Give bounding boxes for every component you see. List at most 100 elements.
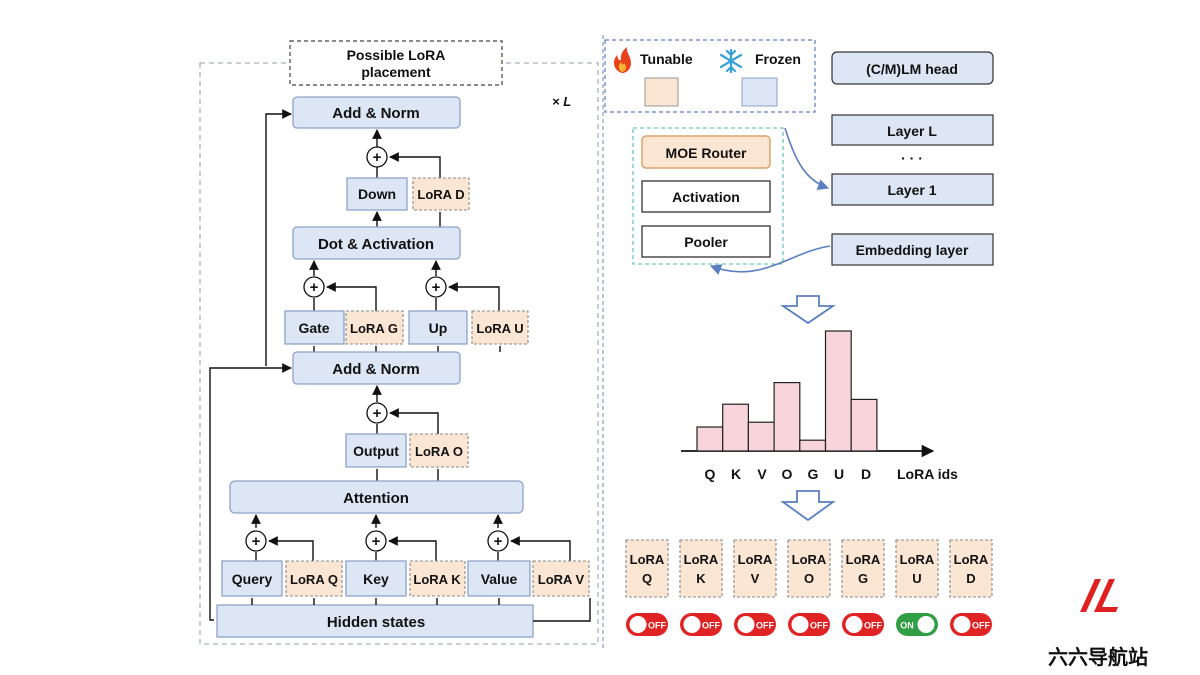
lora-g-box <box>345 310 404 345</box>
toggle-state-label: OFF <box>864 621 882 631</box>
lora-o-toggle[interactable]: OFF <box>788 613 830 636</box>
gate-label: Gate <box>298 320 329 336</box>
chart-bar-q <box>696 426 724 452</box>
pooler-box <box>641 225 771 258</box>
router-to-layer-arrow <box>784 127 830 190</box>
plus-sign: + <box>494 533 503 550</box>
lora-k-toggle[interactable]: OFF <box>680 613 722 636</box>
legend: Tunable Frozen <box>604 39 816 113</box>
embedding-to-router-arrow <box>709 245 831 275</box>
lora-module-label: LoRA <box>954 552 989 567</box>
lora-k-label: LoRA K <box>413 572 461 587</box>
down-box <box>346 177 408 211</box>
dot-activation-box <box>292 226 461 260</box>
residual-connection-top <box>265 109 292 366</box>
pooler-label: Pooler <box>684 234 728 250</box>
toggle-knob[interactable] <box>736 615 756 634</box>
lora-module-id: D <box>966 571 975 586</box>
lora-o-label: LoRA O <box>415 444 463 459</box>
chart-tick-label: V <box>757 466 767 482</box>
add-norm-top <box>292 96 461 129</box>
toggle-knob[interactable] <box>628 615 648 634</box>
moe-router-box <box>641 135 771 169</box>
chart-tick-label: Q <box>705 466 716 482</box>
dot-activation-label: Dot & Activation <box>318 236 434 253</box>
gate-box <box>284 310 345 345</box>
value-box <box>467 560 531 597</box>
lora-module-label: LoRA <box>846 552 881 567</box>
logo-mark <box>1094 579 1118 612</box>
toggle-state-label: OFF <box>648 621 666 631</box>
flow-down-arrow-icon <box>780 295 836 325</box>
legend-box <box>604 39 816 113</box>
moe-router-label: MOE Router <box>666 145 747 161</box>
wire-lora-v <box>510 536 571 561</box>
lora-module-id: O <box>804 571 814 586</box>
frozen-label: Frozen <box>755 51 801 67</box>
output-box <box>345 433 407 468</box>
wire-lora-o <box>389 408 439 434</box>
lora-module-box <box>895 539 939 598</box>
toggle-knob[interactable] <box>952 615 972 634</box>
activation-label: Activation <box>672 189 740 205</box>
key-label: Key <box>363 571 389 587</box>
query-label: Query <box>232 571 273 587</box>
lora-d-toggle[interactable]: OFF <box>950 613 992 636</box>
lora-u-toggle[interactable]: ON <box>896 613 938 636</box>
lora-q-label: LoRA Q <box>290 572 338 587</box>
lora-module-label: LoRA <box>900 552 935 567</box>
toggle-knob[interactable] <box>790 615 810 634</box>
lora-u-label: LoRA U <box>476 321 523 336</box>
wire-lora-u <box>448 282 500 311</box>
plus-sign: + <box>432 279 441 296</box>
wire-lora-q <box>268 536 314 561</box>
watermark-text: 六六导航站 <box>1048 645 1148 669</box>
tunable-label: Tunable <box>640 51 693 67</box>
lora-g-toggle[interactable]: OFF <box>842 613 884 636</box>
chart-tick-label: U <box>834 466 844 482</box>
embedding-layer-label: Embedding layer <box>856 242 969 258</box>
lora-v-label: LoRA V <box>538 572 585 587</box>
site-logo: 六六导航站 <box>1048 579 1148 669</box>
toggle-knob[interactable] <box>916 615 936 634</box>
lora-v-toggle[interactable]: OFF <box>734 613 776 636</box>
plus-icon <box>366 146 388 168</box>
embedding-layer-box <box>831 233 994 266</box>
flow-down-arrow-icon <box>780 490 836 522</box>
residual-connection-bottom <box>209 363 292 621</box>
toggle-knob[interactable] <box>682 615 702 634</box>
hidden-states-label: Hidden states <box>327 614 425 631</box>
wire-lora-d <box>389 152 441 178</box>
add-norm-mid-label: Add & Norm <box>332 361 420 378</box>
plus-icon <box>365 530 387 552</box>
plus-sign: + <box>372 533 381 550</box>
lm-head-box <box>831 51 994 85</box>
attention-label: Attention <box>343 490 409 507</box>
layer-1-label: Layer 1 <box>887 182 936 198</box>
lora-d-box <box>412 177 470 211</box>
query-box <box>221 560 283 597</box>
lora-q-box <box>285 560 343 597</box>
chart-tick-label: O <box>782 466 793 482</box>
wire-lora-k <box>388 536 437 561</box>
output-label: Output <box>353 443 399 459</box>
chart-tick-label: G <box>808 466 819 482</box>
toggle-state-label: OFF <box>702 621 720 631</box>
lora-module-box <box>787 539 831 598</box>
lm-head-label: (C/M)LM head <box>866 61 958 77</box>
snowflake-icon <box>719 48 743 74</box>
toggle-knob[interactable] <box>844 615 864 634</box>
lora-q-toggle[interactable]: OFF <box>626 613 668 636</box>
placement-label-line2: placement <box>361 64 431 80</box>
lora-d-label: LoRA D <box>417 187 464 202</box>
lora-u-box <box>471 310 529 345</box>
plus-icon <box>245 530 267 552</box>
tunable-swatch <box>644 77 679 107</box>
lora-module-box <box>733 539 777 598</box>
toggle-state-label: OFF <box>756 621 774 631</box>
